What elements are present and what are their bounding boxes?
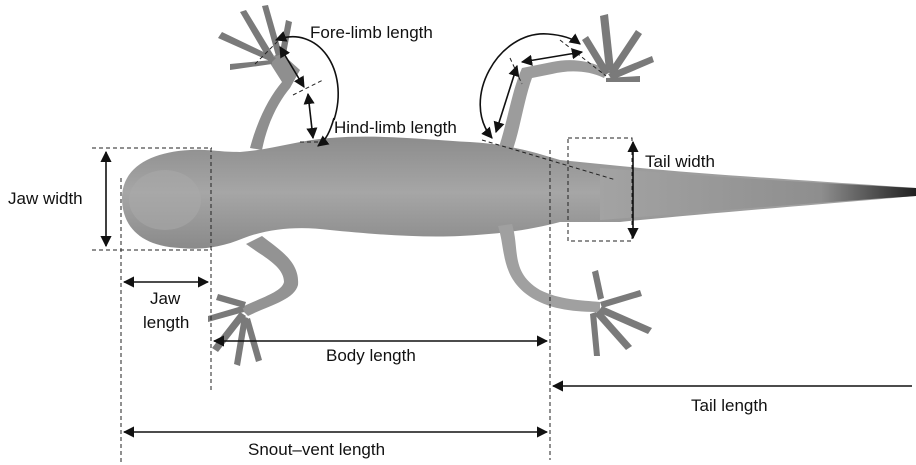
body-length-label: Body length bbox=[326, 346, 416, 365]
lizard-tail bbox=[600, 168, 916, 220]
jaw-length-label-line1: Jaw bbox=[150, 289, 181, 308]
hind-lower-limb bbox=[498, 224, 600, 312]
measurement-guides bbox=[92, 34, 912, 462]
fore-limb-length-label: Fore-limb length bbox=[310, 23, 433, 42]
hind-lower-foot bbox=[590, 270, 652, 356]
measurement-labels: Fore-limb length Hind-limb length Jaw wi… bbox=[8, 23, 768, 459]
tail-width-label: Tail width bbox=[645, 152, 715, 171]
lizard-silhouette bbox=[122, 5, 916, 366]
snout-vent-length-label: Snout–vent length bbox=[248, 440, 385, 459]
jaw-width-label: Jaw width bbox=[8, 189, 83, 208]
hind-limb-length-label: Hind-limb length bbox=[334, 118, 457, 137]
front-lower-limb bbox=[240, 236, 298, 316]
tail-length-label: Tail length bbox=[691, 396, 768, 415]
jaw-length-label-line2: length bbox=[143, 313, 189, 332]
